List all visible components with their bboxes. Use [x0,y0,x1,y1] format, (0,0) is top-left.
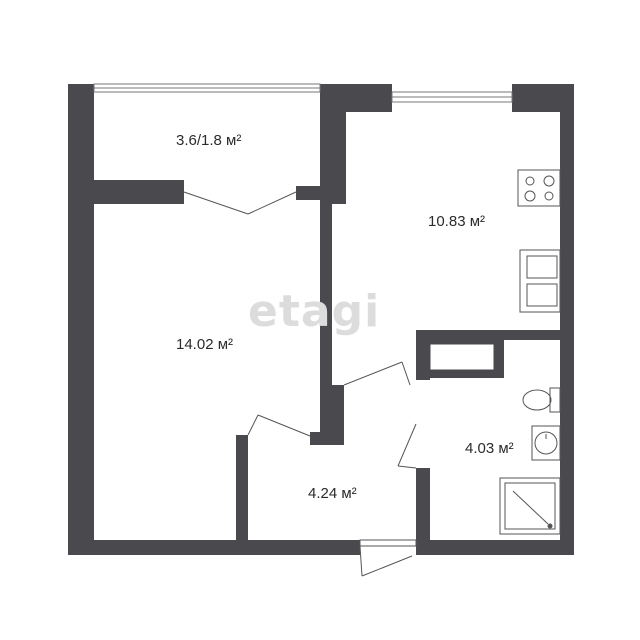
door-entrance [359,539,417,577]
wall-balcony-divider-stub [296,186,320,200]
bathroom-sink-icon [531,425,561,461]
wall-right [560,84,574,555]
door-living [247,414,311,437]
toilet-icon [522,387,561,413]
room-area-balcony: 3.6/1.8 м² [176,132,242,149]
wall-bathroom-left-bottom [416,468,430,555]
wall-bottom-right [416,540,574,555]
wall-balcony-divider [94,180,184,204]
door-balcony [183,191,297,215]
wall-top-left-corner [68,84,94,94]
window-kitchen [391,91,513,103]
wall-living-kitchen [320,200,332,445]
wall-hall-left [236,435,248,540]
wall-top-middle [320,84,392,112]
wall-hall-kitchen [332,385,344,445]
door-bathroom [397,423,417,469]
shower-icon [499,477,561,535]
wall-left [68,84,94,555]
wall-bottom-left [68,540,360,555]
room-area-living-room: 14.02 м² [176,336,234,353]
room-area-bathroom: 4.03 м² [465,440,514,457]
kitchen-sink-icon [519,249,561,313]
watermark: etagi [248,286,381,337]
door-kitchen [343,361,411,386]
bathroom-shaft-void [429,343,495,371]
wall-bathroom-top [416,330,560,340]
room-area-kitchen: 10.83 м² [428,213,486,230]
room-area-hallway: 4.24 м² [308,485,357,502]
window-balcony [93,83,321,93]
walls [68,84,574,555]
stove-icon [517,169,561,207]
